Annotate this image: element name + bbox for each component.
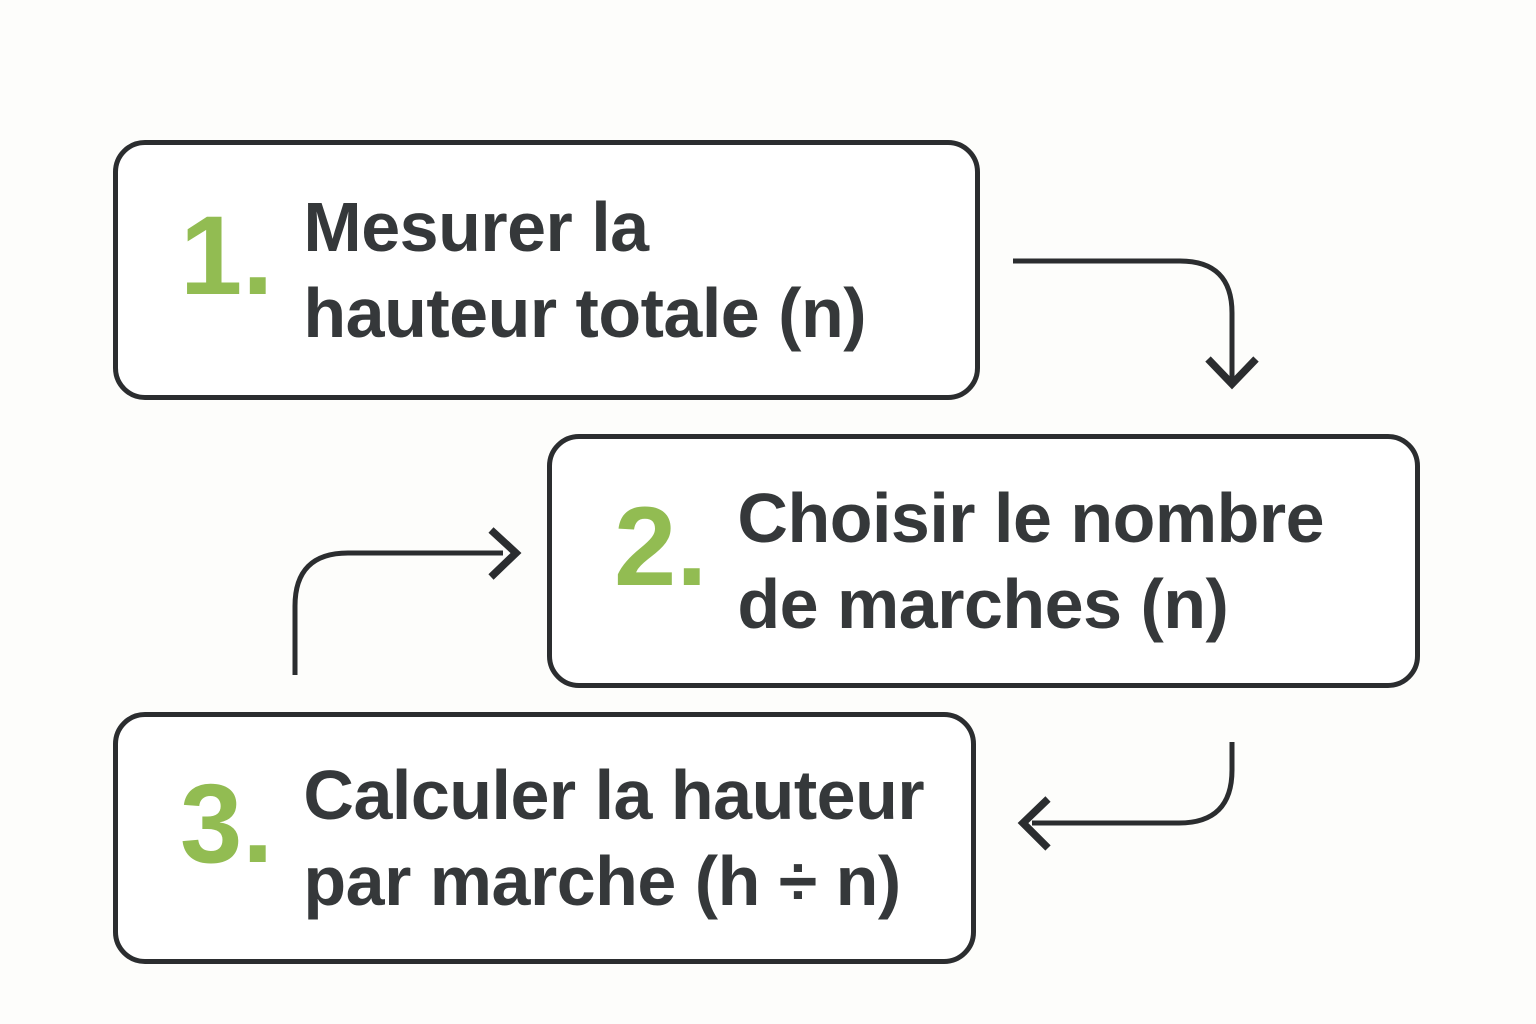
step-3-number: 3. bbox=[180, 760, 274, 886]
step-1-box: 1. Mesurer la hauteur totale (n) bbox=[113, 140, 980, 400]
step-2-label-line2: de marches (n) bbox=[737, 565, 1229, 643]
step-1-label-line2: hauteur totale (n) bbox=[303, 274, 867, 352]
arrow-step1-to-step2-icon bbox=[1013, 258, 1259, 390]
step-2-label: Choisir le nombre de marches (n) bbox=[737, 475, 1324, 647]
step-3-label: Calculer la hauteur par marche (h ÷ n) bbox=[303, 752, 924, 924]
step-3-label-line2: par marche (h ÷ n) bbox=[303, 842, 901, 920]
step-1-label-line1: Mesurer la bbox=[303, 187, 649, 266]
step-2-label-line1: Choisir le nombre bbox=[737, 478, 1325, 557]
arrow-step2-to-step3-icon bbox=[1017, 742, 1235, 851]
step-1-number: 1. bbox=[180, 192, 274, 318]
step-1-label: Mesurer la hauteur totale (n) bbox=[303, 184, 866, 356]
arrow-into-step2-icon bbox=[292, 527, 522, 675]
step-3-label-line1: Calculer la hauteur bbox=[303, 755, 925, 834]
step-3-box: 3. Calculer la hauteur par marche (h ÷ n… bbox=[113, 712, 976, 964]
step-2-number: 2. bbox=[614, 483, 708, 609]
step-2-box: 2. Choisir le nombre de marches (n) bbox=[547, 434, 1420, 688]
